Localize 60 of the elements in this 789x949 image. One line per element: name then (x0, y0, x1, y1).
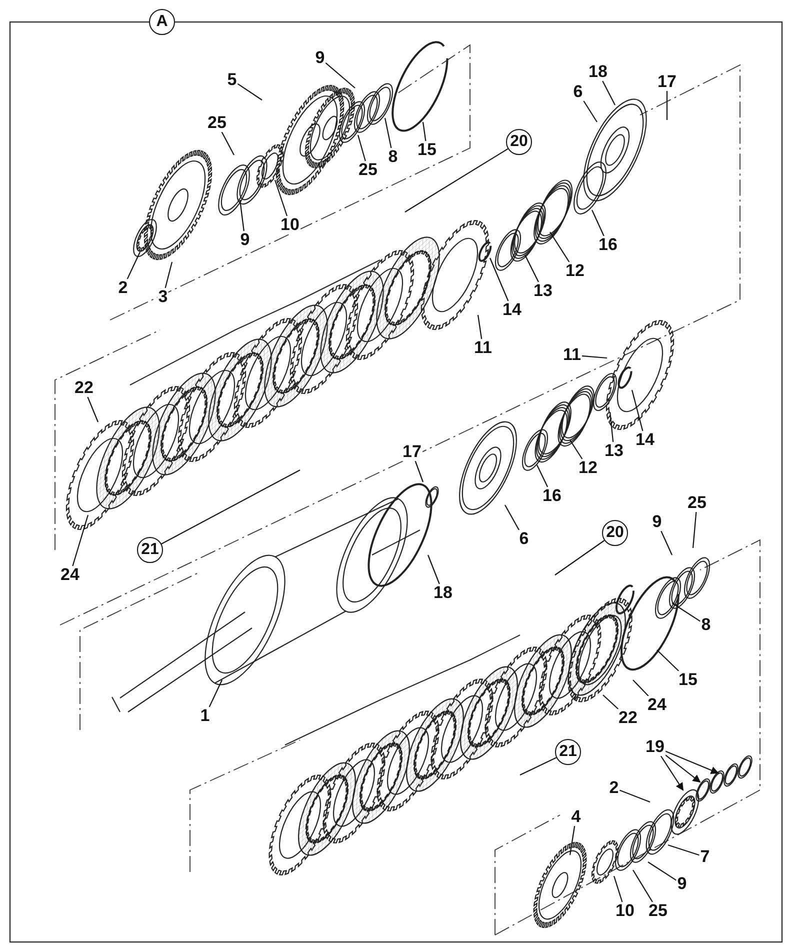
leader-line (164, 262, 173, 288)
callout-number: 19 (644, 738, 666, 756)
leader-line (665, 750, 719, 774)
leader-line (357, 134, 366, 162)
leader-line (660, 530, 672, 556)
leader-line (554, 540, 605, 576)
leader-line (422, 122, 426, 142)
leader-line (609, 412, 614, 442)
leader-line (666, 91, 668, 120)
leader-line (237, 83, 262, 100)
leader-line (239, 200, 244, 232)
reference-circle: 21 (555, 739, 581, 765)
leader-line (536, 464, 548, 488)
leader-line (569, 826, 576, 856)
leader-line (592, 210, 604, 236)
leader-line (427, 554, 440, 584)
callout-number: 25 (206, 114, 228, 132)
reference-circle: 20 (602, 520, 628, 546)
leader-line (550, 232, 570, 262)
leader-line (692, 512, 697, 548)
leader-line (414, 460, 424, 482)
reference-circle: 21 (137, 537, 163, 563)
leader-line (325, 62, 356, 88)
leader-line (613, 876, 623, 902)
leader-line (72, 514, 89, 566)
callout-number: 9 (651, 513, 663, 531)
leader-line (520, 757, 557, 776)
reference-circle: A (149, 9, 175, 35)
callout-number: 17 (402, 443, 422, 461)
leader-line (660, 756, 684, 791)
leader-line (665, 754, 701, 783)
leader-line (620, 790, 650, 803)
leader-line (632, 680, 649, 696)
callout-number: 4 (570, 808, 582, 826)
leader-line (404, 148, 508, 212)
leader-line (161, 470, 300, 544)
leader-line (221, 132, 234, 156)
leader-line (126, 252, 140, 280)
leader-line (274, 180, 288, 216)
leader-line (524, 254, 539, 282)
leader-line (87, 396, 98, 422)
callout-number: 18 (588, 63, 608, 81)
leader-line (384, 118, 392, 148)
leader-line (648, 862, 677, 881)
leader-line (504, 504, 520, 530)
leader-line (208, 680, 222, 708)
reference-circle: 20 (506, 129, 532, 155)
leader-line (582, 355, 608, 359)
leader-line (583, 100, 598, 122)
callout-number: 10 (280, 216, 300, 234)
leader-line (477, 314, 482, 340)
leader-line (632, 870, 653, 902)
leader-line (490, 258, 509, 302)
leader-line (602, 80, 616, 106)
leader-line (668, 844, 700, 856)
leader-line (570, 440, 583, 460)
callout-number: 22 (74, 379, 94, 397)
leader-line (602, 694, 619, 710)
leader-line (656, 650, 680, 672)
leader-line (672, 602, 701, 622)
